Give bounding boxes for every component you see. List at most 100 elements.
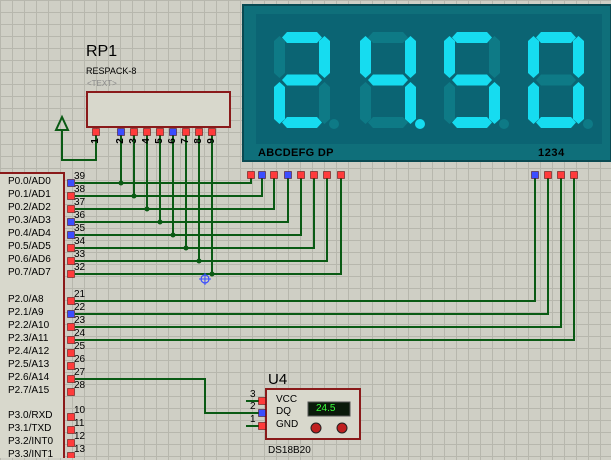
display-decimal-point [329,119,339,129]
mcu-pin-port0[interactable] [67,179,75,187]
display-digit-pin[interactable] [531,171,539,179]
display-segment [274,82,285,124]
display-segment [319,36,330,78]
mcu-pin-label: P0.3/AD3 [8,215,51,226]
mcu-pin-port2[interactable] [67,336,75,344]
mcu-pin-number: 36 [74,210,86,221]
u4-pin[interactable] [258,397,266,405]
mcu-pin-label: P2.2/A10 [8,320,50,331]
display-segment-pin[interactable] [270,171,278,179]
display-segment-pin[interactable] [247,171,255,179]
display-segment-pin[interactable] [310,171,318,179]
display-segment [282,117,322,128]
display-segments [274,32,593,129]
u4-reference: U4 [268,371,288,388]
mcu-pin-port2[interactable] [67,310,75,318]
display-segment-pin[interactable] [284,171,292,179]
mcu-pin-label: P0.5/AD5 [8,241,51,252]
wire-port2-digit [75,175,536,302]
display-segment [274,36,285,78]
display-digit-pin[interactable] [557,171,565,179]
rp1-pin[interactable] [117,128,125,136]
mcu-pin-port0[interactable] [67,270,75,278]
mcu-pin-port3[interactable] [67,452,75,459]
display-segment [444,36,455,78]
mcu-pin-port0[interactable] [67,205,75,213]
u4-pin[interactable] [258,422,266,430]
mcu-pin-label: P2.4/A12 [8,346,50,357]
rp1-pin[interactable] [92,128,100,136]
mcu-pin-port3[interactable] [67,413,75,421]
display-segment [573,36,584,78]
mcu-pin-port0[interactable] [67,218,75,226]
rp1-pin[interactable] [182,128,190,136]
mcu-pin-port2[interactable] [67,349,75,357]
mcu-pin-port0[interactable] [67,244,75,252]
u4-button-up-icon[interactable] [336,422,348,434]
wire-port0-segment [75,175,302,236]
mcu-pin-label: P0.1/AD1 [8,189,51,200]
display-digit-label: 1234 [538,147,565,159]
wire-port0-segment [75,175,315,249]
wire-port0-segment [75,175,263,197]
mcu-pin-port2[interactable] [67,362,75,370]
mcu-pin-label: P0.2/AD2 [8,202,51,213]
display-digit-pin[interactable] [570,171,578,179]
display-segment [360,36,371,78]
display-segment [536,74,576,86]
mcu-pin-port2[interactable] [67,375,75,383]
rp1-pin[interactable] [130,128,138,136]
junction-dot [209,271,215,277]
u4-pin-label: DQ [276,406,291,417]
mcu-pin-label: P3.0/RXD [8,410,53,421]
rp1-pin[interactable] [143,128,151,136]
mcu-pin-number: 39 [74,171,86,182]
mcu-pin-port0[interactable] [67,257,75,265]
rp1-pin[interactable] [208,128,216,136]
mcu-pin-port2[interactable] [67,323,75,331]
mcu-pin-label: P0.0/AD0 [8,176,51,187]
mcu-pin-port0[interactable] [67,192,75,200]
mcu-pin-number: 12 [74,431,86,442]
u4-button-down-icon[interactable] [310,422,322,434]
rp1-pin[interactable] [156,128,164,136]
display-segment [405,36,416,78]
display-segment [405,82,416,124]
u4-temperature-display [307,401,351,417]
display-segment-pin[interactable] [297,171,305,179]
wire-rp1-common [61,130,97,161]
display-digit-pin[interactable] [544,171,552,179]
wire-port0-segment [75,175,275,210]
mcu-pin-number: 34 [74,236,86,247]
display-segment-pin[interactable] [337,171,345,179]
u4-pin[interactable] [258,409,266,417]
wire-port2-digit [75,175,575,341]
mcu-pin-port2[interactable] [67,388,75,396]
mcu-pin-number: 11 [74,418,85,429]
display-segment [536,117,576,128]
mcu-pin-port0[interactable] [67,231,75,239]
rp1-pin-number: 7 [179,138,191,144]
wire-port0-segment [75,175,252,184]
mcu-pin-port3[interactable] [67,426,75,434]
wire-port0-segment [75,175,328,262]
display-segment [573,82,584,124]
mcu-pin-port2[interactable] [67,297,75,305]
mcu-pin-number: 13 [74,444,86,455]
mcu-body[interactable] [0,172,65,458]
rp1-pin[interactable] [169,128,177,136]
mcu-pin-number: 22 [74,302,86,313]
rp1-pin[interactable] [195,128,203,136]
display-segment [282,74,322,86]
mcu-pin-label: P2.7/A15 [8,385,50,396]
rp1-body[interactable] [86,91,231,128]
display-decimal-point [583,119,593,129]
mcu-pin-label: P2.6/A14 [8,372,50,383]
display-segment [368,117,408,128]
display-segment-pin[interactable] [258,171,266,179]
display-segment-pin[interactable] [323,171,331,179]
display-segment [489,36,500,78]
mcu-pin-port3[interactable] [67,439,75,447]
u4-pin-number: 2 [250,401,256,412]
u4-pin-label: VCC [276,394,298,405]
